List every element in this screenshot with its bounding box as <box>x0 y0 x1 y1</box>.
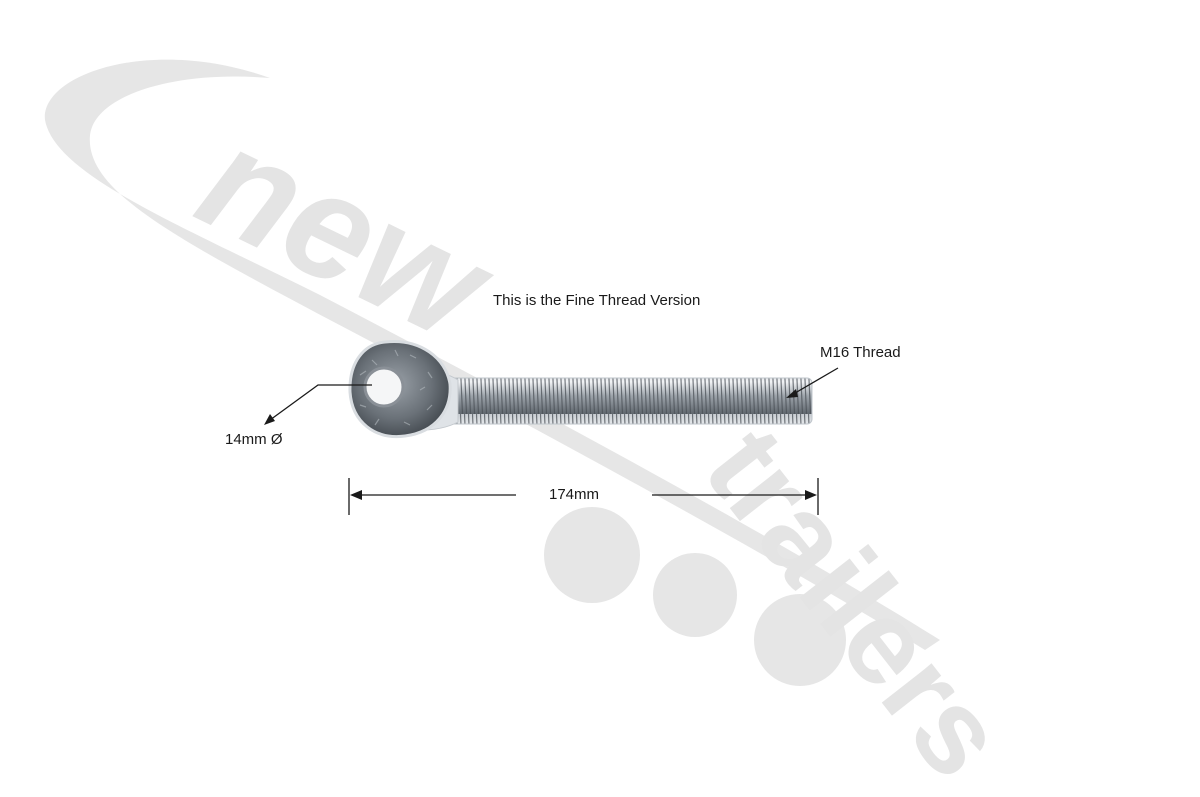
eye-diameter-arrowhead <box>264 414 275 425</box>
watermark-swoosh <box>44 59 940 650</box>
length-arrowhead-left <box>350 490 362 500</box>
threaded-shaft <box>439 377 813 425</box>
watermark-dot-3 <box>754 594 846 686</box>
watermark-dot-2 <box>653 553 737 637</box>
thread-size-label: M16 Thread <box>820 344 901 361</box>
length-arrowhead-right <box>805 490 817 500</box>
eye-diameter-leader <box>269 384 372 421</box>
thread-leader <box>789 367 839 397</box>
bolt-eye-hole <box>363 366 405 408</box>
watermark-dot-1 <box>544 507 640 603</box>
eye-diameter-label: 14mm Ø <box>225 431 283 448</box>
thread-arrowhead <box>786 389 798 398</box>
product-caption: This is the Fine Thread Version <box>493 292 701 309</box>
overall-length-label: 174mm <box>549 486 600 503</box>
